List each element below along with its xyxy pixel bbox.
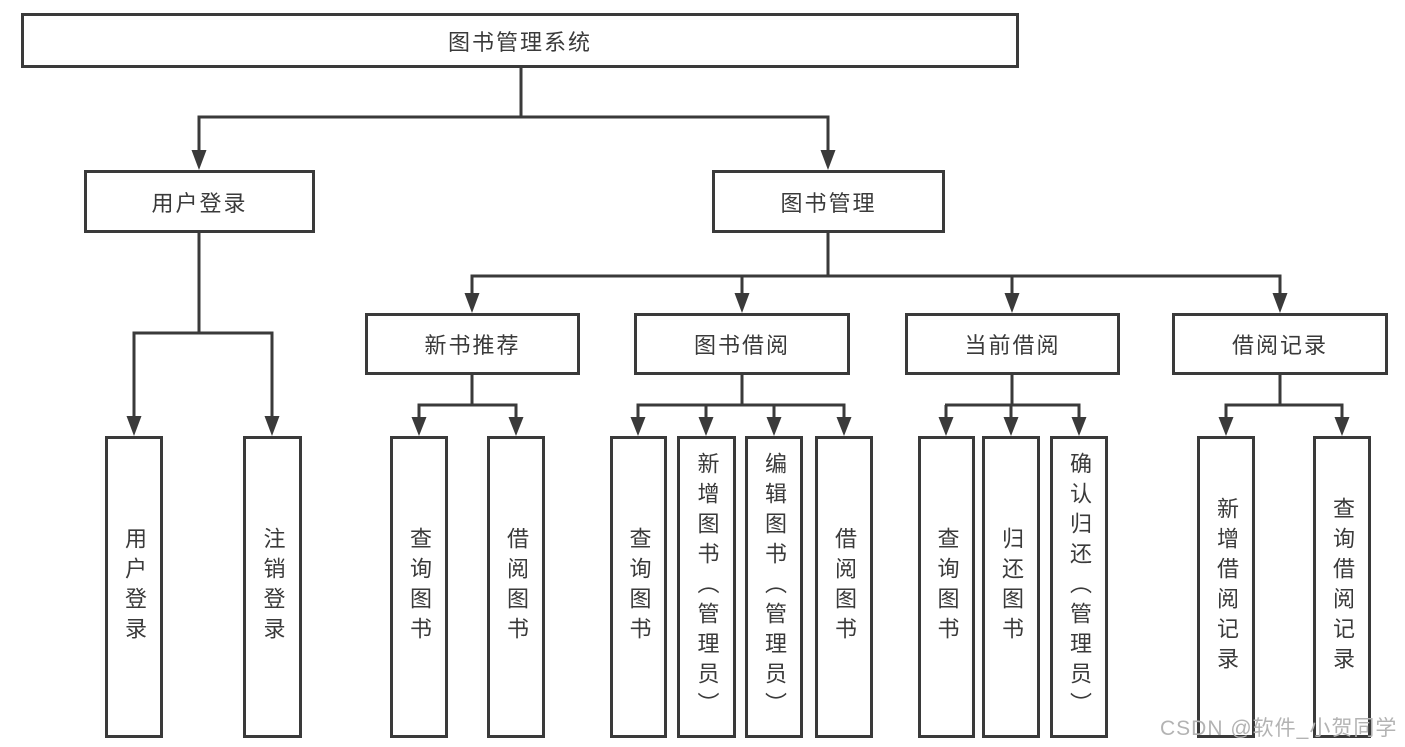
node-current-borrow-label: 当前借阅 xyxy=(964,333,1061,358)
node-borrow-records-label: 借阅记录 xyxy=(1231,333,1328,358)
node-leaf-cb-query-books-label: 查询图书 xyxy=(934,527,960,647)
node-new-books: 新书推荐 xyxy=(365,313,580,375)
node-book-borrow: 图书借阅 xyxy=(634,313,850,375)
node-leaf-bb-borrow-books: 借阅图书 xyxy=(815,436,873,738)
node-root-system-label: 图书管理系统 xyxy=(447,29,592,55)
node-leaf-br-query-record: 查询借阅记录 xyxy=(1313,436,1371,738)
node-leaf-bb-edit-books-label: 编辑图书（管理员） xyxy=(762,452,787,722)
node-leaf-nb-borrow-books-label: 借阅图书 xyxy=(504,527,529,647)
node-book-mgmt-label: 图书管理 xyxy=(780,190,877,216)
node-leaf-bb-add-books-label: 新增图书（管理员） xyxy=(694,452,720,722)
connector-root-to-level1 xyxy=(197,68,830,152)
node-leaf-cb-return-books-label: 归还图书 xyxy=(999,527,1024,647)
node-leaf-bb-add-books: 新增图书（管理员） xyxy=(677,436,736,738)
node-new-books-label: 新书推荐 xyxy=(424,333,521,358)
node-current-borrow: 当前借阅 xyxy=(905,313,1120,375)
node-leaf-bb-query-books-label: 查询图书 xyxy=(626,527,652,647)
node-leaf-user-login-label: 用户登录 xyxy=(122,527,147,647)
node-leaf-br-query-record-label: 查询借阅记录 xyxy=(1330,497,1355,677)
node-leaf-nb-query-books-label: 查询图书 xyxy=(407,527,432,647)
node-leaf-bb-edit-books: 编辑图书（管理员） xyxy=(745,436,803,738)
node-root-system: 图书管理系统 xyxy=(21,13,1019,68)
node-leaf-cb-return-books: 归还图书 xyxy=(982,436,1040,738)
connector-current-borrow-children xyxy=(944,375,1081,419)
arrowheads-book-borrow-children xyxy=(630,417,852,436)
node-user-login-label: 用户登录 xyxy=(151,190,248,216)
connector-book-mgmt-to-level2 xyxy=(470,233,1282,295)
node-leaf-cb-confirm-return-label: 确认归还（管理员） xyxy=(1067,452,1092,722)
connector-borrow-records-children xyxy=(1224,375,1344,419)
arrowheads-user-login-children xyxy=(126,416,280,436)
node-book-mgmt: 图书管理 xyxy=(712,170,945,233)
arrowheads-borrow-records-children xyxy=(1218,417,1350,436)
arrowheads-new-books-children xyxy=(411,417,524,436)
node-leaf-bb-query-books: 查询图书 xyxy=(610,436,667,738)
arrowheads-level1 xyxy=(191,150,836,170)
node-leaf-cb-query-books: 查询图书 xyxy=(918,436,975,738)
node-user-login: 用户登录 xyxy=(84,170,315,233)
node-leaf-nb-query-books: 查询图书 xyxy=(390,436,448,738)
node-borrow-records: 借阅记录 xyxy=(1172,313,1388,375)
csdn-watermark: CSDN @软件_小贺同学 xyxy=(1160,717,1398,740)
arrowheads-level2 xyxy=(464,293,1288,313)
node-leaf-user-login: 用户登录 xyxy=(105,436,163,738)
node-leaf-logout: 注销登录 xyxy=(243,436,302,738)
node-leaf-br-add-record-label: 新增借阅记录 xyxy=(1214,497,1239,677)
node-leaf-bb-borrow-books-label: 借阅图书 xyxy=(832,527,857,647)
arrowheads-current-borrow-children xyxy=(938,417,1087,436)
node-leaf-br-add-record: 新增借阅记录 xyxy=(1197,436,1255,738)
connector-new-books-children xyxy=(417,375,518,419)
node-book-borrow-label: 图书借阅 xyxy=(693,333,790,358)
node-leaf-cb-confirm-return: 确认归还（管理员） xyxy=(1050,436,1108,738)
connector-user-login-children xyxy=(132,233,274,418)
connector-book-borrow-children xyxy=(636,375,846,419)
node-leaf-logout-label: 注销登录 xyxy=(260,527,286,647)
node-leaf-nb-borrow-books: 借阅图书 xyxy=(487,436,545,738)
